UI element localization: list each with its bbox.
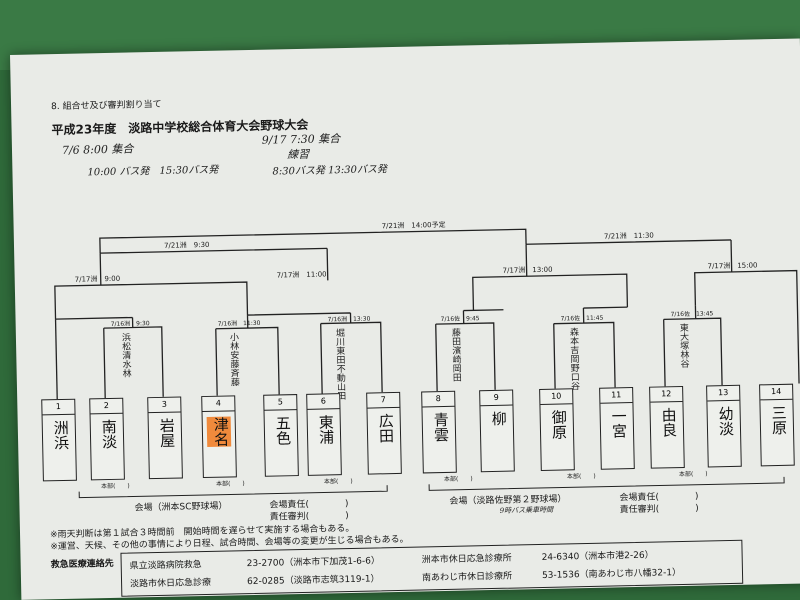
contact-phone: 62-0285（淡路市志筑3119-1） [246, 574, 380, 588]
contact-phone: 23-2700（洲本市下加茂1-6-6） [246, 556, 381, 570]
contact-name: 南あわじ市休日診療所 [421, 571, 513, 584]
contact-phone: 53-1536（南あわじ市八幡32-1） [541, 568, 682, 581]
contact-phone: 24-6340（洲本市港2-26） [541, 550, 654, 563]
venue-brackets [78, 476, 785, 499]
document-sheet: 8. 組合せ及び審判割り当て 平成23年度 淡路中学校総合体育大会野球大会 7/… [10, 38, 800, 600]
venue-umpire: 責任審判( ) [619, 503, 699, 516]
handwritten-note: 9時バス乗車時間 [499, 505, 554, 515]
contact-name: 洲本市休日応急診療所 [421, 553, 512, 566]
contact-name: 県立淡路病院救急 [129, 560, 202, 572]
contact-label: 救急医療連絡先 [50, 558, 114, 571]
bracket-lines [54, 228, 800, 400]
contact-name: 淡路市休日応急診療 [130, 577, 212, 590]
venue-name: 会場（洲本SC野球場） [134, 501, 228, 514]
